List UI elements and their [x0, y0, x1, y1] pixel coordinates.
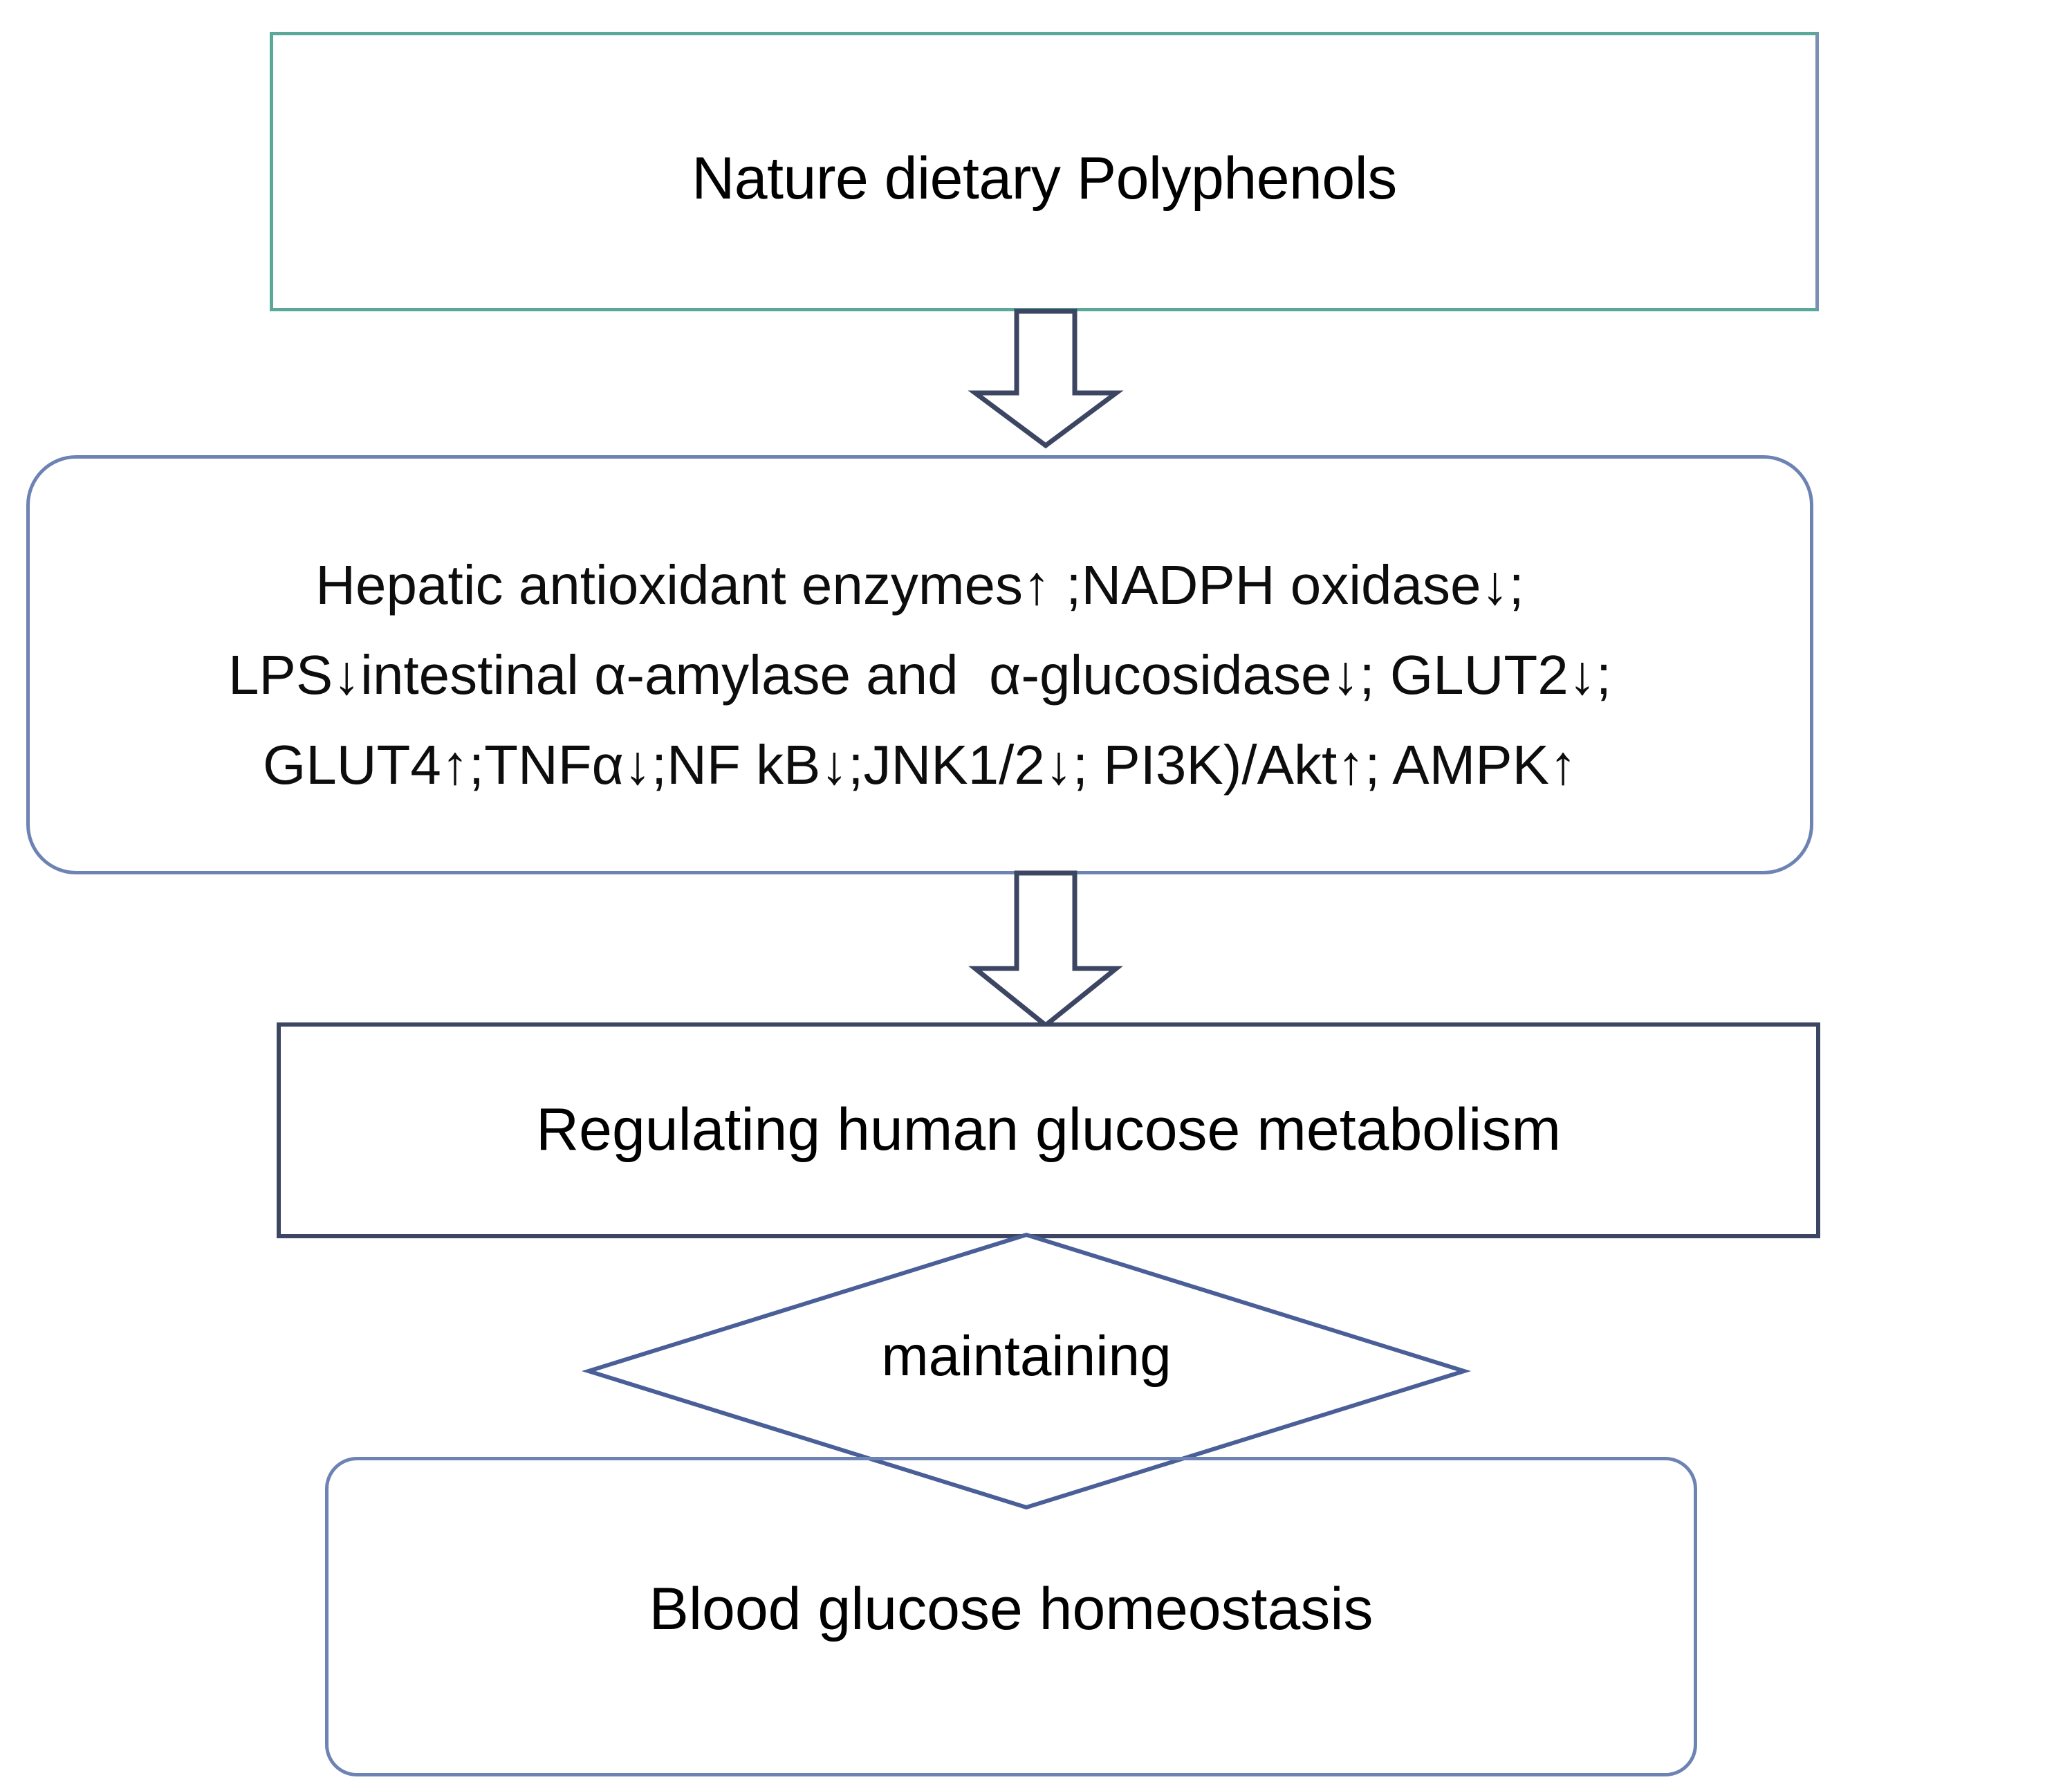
- node-nature-dietary-polyphenols[interactable]: Nature dietary Polyphenols: [270, 32, 1819, 311]
- node-maintaining-decision[interactable]: maintaining: [581, 1232, 1472, 1510]
- mechanism-line-2: LPS↓intestinal α-amylase and α-glucosida…: [228, 644, 1612, 706]
- mechanism-line-1: Hepatic antioxidant enzymes↑ ;NADPH oxid…: [315, 554, 1524, 616]
- block-arrow-down-icon-middle: [963, 870, 1129, 1029]
- diamond-shape-icon: [581, 1232, 1472, 1510]
- node-blood-glucose-homeostasis[interactable]: Blood glucose homeostasis: [325, 1457, 1697, 1776]
- node-mechanism-lines: Hepatic antioxidant enzymes↑ ;NADPH oxid…: [30, 540, 1810, 810]
- node-hepatic-mechanisms[interactable]: Hepatic antioxidant enzymes↑ ;NADPH oxid…: [26, 455, 1813, 874]
- node-regulating-glucose-metabolism[interactable]: Regulating human glucose metabolism: [277, 1022, 1820, 1238]
- node-label-homeostasis: Blood glucose homeostasis: [649, 1576, 1373, 1642]
- node-label-polyphenols: Nature dietary Polyphenols: [692, 145, 1397, 212]
- block-arrow-down-icon-top: [963, 309, 1129, 449]
- mechanism-line-3: GLUT4↑;TNFα↓;NF kB↓;JNK1/2↓; PI3K)/Akt↑;…: [263, 734, 1577, 796]
- node-label-maintaining: maintaining: [881, 1325, 1172, 1388]
- node-label-regulating: Regulating human glucose metabolism: [536, 1096, 1561, 1163]
